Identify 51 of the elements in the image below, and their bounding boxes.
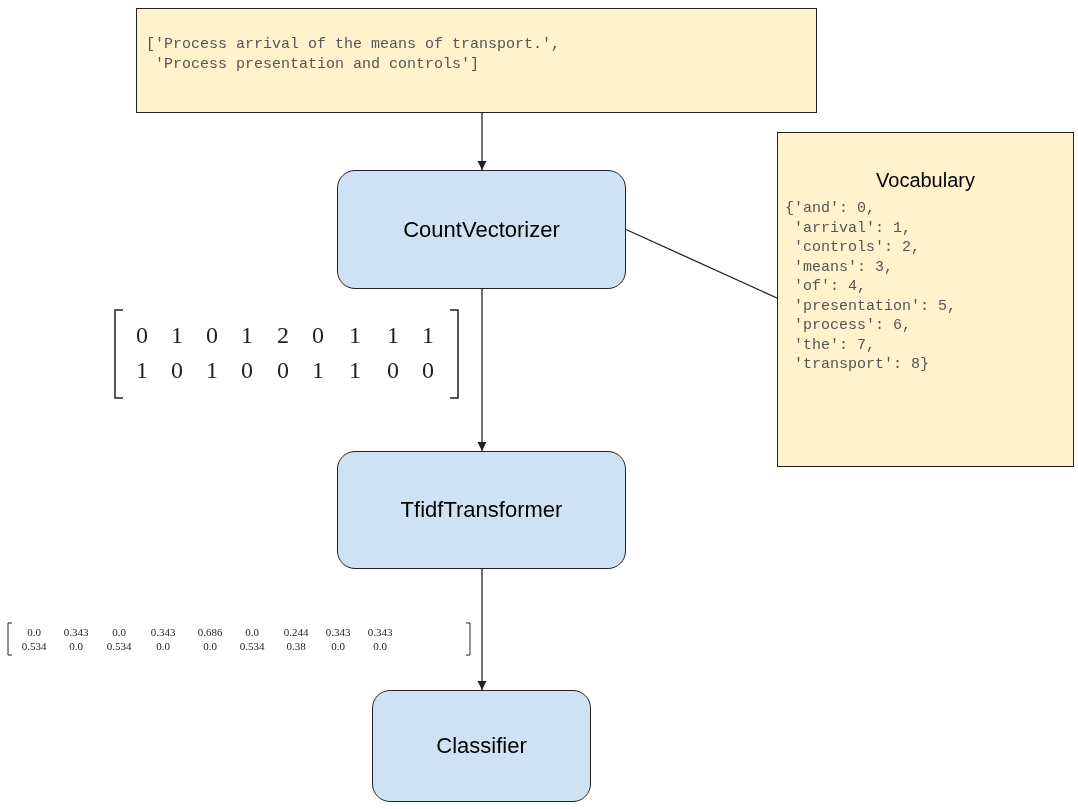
vocabulary-text: {'and': 0, 'arrival': 1, 'controls': 2, 'means': 3, 'of': 4, 'presentation': 5, 'process': 6, 'the': 7, 'transport': 8} [785, 199, 957, 375]
matrix-entry: 0.38 [285, 640, 307, 653]
process-label: Classifier [436, 733, 527, 759]
matrix-entry: 0.244 [282, 626, 310, 639]
matrix-entry: 1 [348, 322, 362, 348]
matrix-entry: 0 [205, 322, 219, 348]
matrix-entry: 0 [311, 322, 325, 348]
matrix-entry: 0.0 [202, 640, 218, 653]
matrix-entry: 0.343 [366, 626, 394, 639]
matrix-entry: 0.0 [26, 626, 42, 639]
matrix-entry: 0.0 [330, 640, 346, 653]
process-box [337, 170, 626, 289]
matrix-entry: 0 [386, 357, 400, 383]
matrix-entry: 0.0 [68, 640, 84, 653]
matrix-entry: 1 [240, 322, 254, 348]
matrix-entry: 0.343 [62, 626, 90, 639]
matrix-entry: 0.534 [105, 640, 133, 653]
arrow [477, 568, 487, 691]
note-box [136, 8, 817, 113]
matrix-entry: 1 [170, 322, 184, 348]
matrix-entry: 0.343 [149, 626, 177, 639]
note-heading: Vocabulary [875, 169, 976, 192]
process-label: TfidfTransformer [400, 497, 563, 523]
matrix-entry: 0 [170, 357, 184, 383]
note-box [777, 132, 1074, 467]
matrix-entry: 0 [240, 357, 254, 383]
matrix-entry: 1 [421, 322, 435, 348]
matrix-entry: 0.534 [238, 640, 266, 653]
matrix-entry: 0.686 [196, 626, 224, 639]
matrix-entry: 0.0 [111, 626, 127, 639]
arrow [477, 112, 487, 171]
arrow [477, 288, 487, 452]
matrix-entry: 2 [276, 322, 290, 348]
process-box [337, 451, 626, 569]
process-label: CountVectorizer [403, 216, 560, 243]
matrix-entry: 1 [348, 357, 362, 383]
connector-line [625, 228, 778, 299]
input-text: ['Process arrival of the means of transport.', 'Process presentation and controls'] [146, 35, 561, 74]
matrix-entry: 0.534 [20, 640, 48, 653]
matrix-entry: 0 [421, 357, 435, 383]
matrix-entry: 0.343 [324, 626, 352, 639]
matrix-entry: 1 [205, 357, 219, 383]
process-box [372, 690, 591, 802]
matrix-entry: 1 [311, 357, 325, 383]
matrix-entry: 1 [135, 357, 149, 383]
matrix-entry: 1 [386, 322, 400, 348]
matrix-entry: 0.0 [244, 626, 260, 639]
matrix-entry: 0 [276, 357, 290, 383]
matrix-entry: 0 [135, 322, 149, 348]
matrix-entry: 0.0 [155, 640, 171, 653]
matrix-entry: 0.0 [372, 640, 388, 653]
